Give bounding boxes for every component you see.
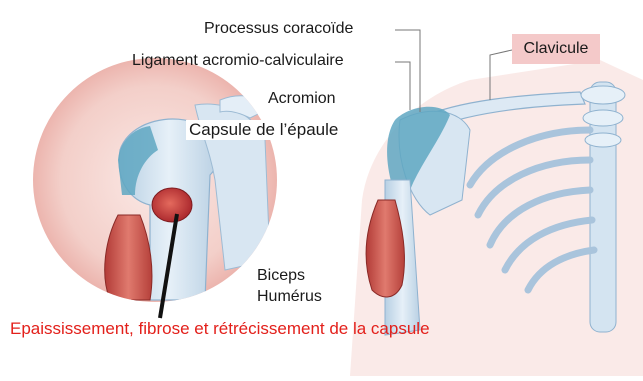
label-capsule: Capsule de l’épaule (186, 120, 341, 140)
label-clavicule: Clavicule (512, 34, 600, 64)
caption: Epaississement, fibrose et rétrécissemen… (10, 319, 430, 339)
label-processus-coracoide: Processus coracoïde (204, 19, 353, 39)
magnified-view (33, 58, 277, 318)
label-humerus: Humérus (257, 287, 322, 307)
inflamed-capsule (152, 188, 192, 222)
label-acromion: Acromion (265, 89, 339, 109)
label-biceps: Biceps (257, 266, 305, 286)
label-ligament-acromio-claviculaire: Ligament acromio-calviculaire (132, 51, 344, 71)
